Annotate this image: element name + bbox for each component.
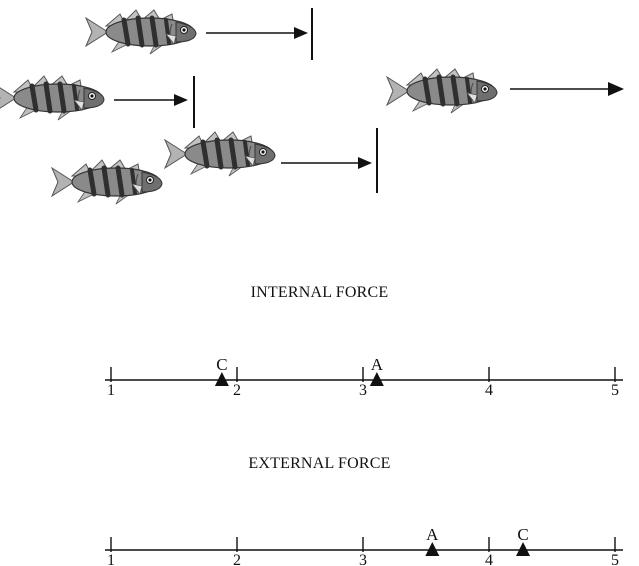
fish-left [0,76,104,120]
free-arrow-right [510,82,624,96]
scale-tick-label: 3 [359,552,367,566]
scale-tick-label: 3 [359,382,367,399]
marker-triangle-c [214,372,229,386]
blocked-arrow-top [206,8,313,60]
arrows [114,8,624,193]
scale-tick-label: 1 [107,382,115,399]
blocked-arrow-middle [281,128,378,193]
fish-school [0,10,497,204]
internal-force-scale: 1 2 3 4 5 C A [105,355,623,399]
fish-bottom [52,160,162,204]
marker-label-c: C [216,355,227,374]
marker-label-a: A [426,525,439,544]
fish-top [86,10,196,54]
internal-force-heading: INTERNAL FORCE [250,284,389,301]
scale-tick-label: 2 [233,552,241,566]
marker-triangle-a [425,542,440,556]
marker-label-a: A [371,355,384,374]
external-force-heading: EXTERNAL FORCE [248,455,391,472]
marker-label-c: C [517,525,528,544]
marker-triangle-c [516,542,531,556]
scale-tick-label: 1 [107,552,115,566]
scale-tick-label: 2 [233,382,241,399]
external-force-scale: 1 2 3 4 5 A C [105,525,623,566]
fish-middle [165,132,275,176]
scale-tick-label: 4 [485,552,493,566]
blocked-arrow-left [114,76,195,128]
scale-tick-label: 5 [611,382,619,399]
scale-tick-label: 5 [611,552,619,566]
marker-triangle-a [369,372,384,386]
scale-tick-label: 4 [485,382,493,399]
fish-right [387,69,497,113]
